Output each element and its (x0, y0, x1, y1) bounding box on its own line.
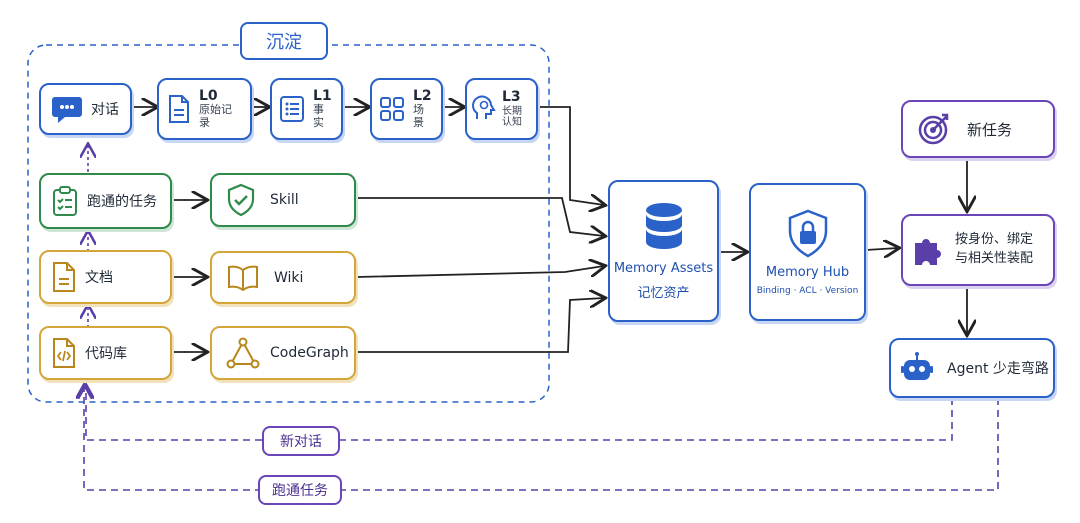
l0-title: L0 (199, 88, 218, 105)
open-book-icon (228, 265, 258, 291)
memory-assets-subtitle: 记忆资产 (637, 286, 690, 301)
assembly-line2: 与相关性装配 (955, 251, 1034, 266)
code-repo-label: 代码库 (85, 346, 127, 362)
l1-title: L1 (313, 88, 332, 105)
assembly-node[interactable]: 按身份、绑定 与相关性装配 (901, 214, 1055, 286)
memory-hub-subtitle: Binding · ACL · Version (756, 285, 859, 296)
section-label: 沉淀 (240, 22, 328, 60)
dialog-label: 对话 (91, 102, 119, 118)
robot-icon (901, 352, 933, 380)
document-icon (169, 95, 189, 123)
code-repo-node[interactable]: 代码库 (39, 326, 172, 380)
grid-icon (380, 97, 404, 121)
puzzle-piece-icon (915, 239, 941, 265)
l0-subtitle: 原始记录 (199, 103, 232, 130)
skill-label: Skill (270, 192, 299, 208)
target-icon (918, 113, 949, 145)
document-source-label: 文档 (85, 270, 113, 286)
assembly-line1: 按身份、绑定 (955, 232, 1034, 248)
section-label-text: 沉淀 (266, 32, 302, 53)
memory-assets-title: Memory Assets (613, 261, 714, 276)
code-file-icon (53, 338, 75, 368)
codegraph-label: CodeGraph (270, 345, 349, 361)
chat-bubble-icon (52, 97, 82, 123)
l3-subtitle: 长期认知 (502, 105, 522, 129)
skill-node[interactable]: Skill (210, 173, 356, 227)
memory-hub-node[interactable]: Memory Hub Binding · ACL · Version (749, 183, 866, 321)
shield-lock-icon (788, 209, 827, 257)
dialog-node[interactable]: 对话 (39, 83, 132, 135)
wiki-node[interactable]: Wiki (210, 251, 356, 304)
run-task-loop-label: 跑通任务 (258, 475, 342, 505)
completed-task-node[interactable]: 跑通的任务 (39, 173, 172, 229)
l2-title: L2 (413, 88, 432, 105)
graph-nodes-icon (226, 337, 260, 369)
new-dialog-loop-text: 新对话 (280, 434, 322, 450)
checklist-clipboard-icon (53, 186, 77, 216)
wiki-label: Wiki (274, 269, 304, 286)
run-task-loop-text: 跑通任务 (272, 483, 328, 499)
shield-check-icon (227, 183, 255, 217)
agent-node[interactable]: Agent 少走弯路 (889, 338, 1055, 398)
memory-assets-node[interactable]: Memory Assets 记忆资产 (608, 180, 719, 322)
database-icon (645, 203, 682, 249)
l3-title: L3 (502, 89, 521, 106)
agent-label: Agent 少走弯路 (947, 361, 1049, 377)
completed-task-label: 跑通的任务 (87, 194, 157, 210)
brain-head-icon (472, 95, 496, 119)
memory-hub-title: Memory Hub (765, 264, 850, 280)
list-icon (280, 96, 304, 122)
document-source-node[interactable]: 文档 (39, 250, 172, 304)
l2-subtitle: 场景 (413, 103, 424, 130)
codegraph-node[interactable]: CodeGraph (210, 326, 356, 380)
new-dialog-loop-label: 新对话 (262, 426, 340, 456)
new-task-label: 新任务 (967, 120, 1013, 139)
file-text-icon (53, 262, 75, 292)
l1-subtitle: 事实 (313, 103, 324, 130)
new-task-node[interactable]: 新任务 (901, 100, 1055, 158)
